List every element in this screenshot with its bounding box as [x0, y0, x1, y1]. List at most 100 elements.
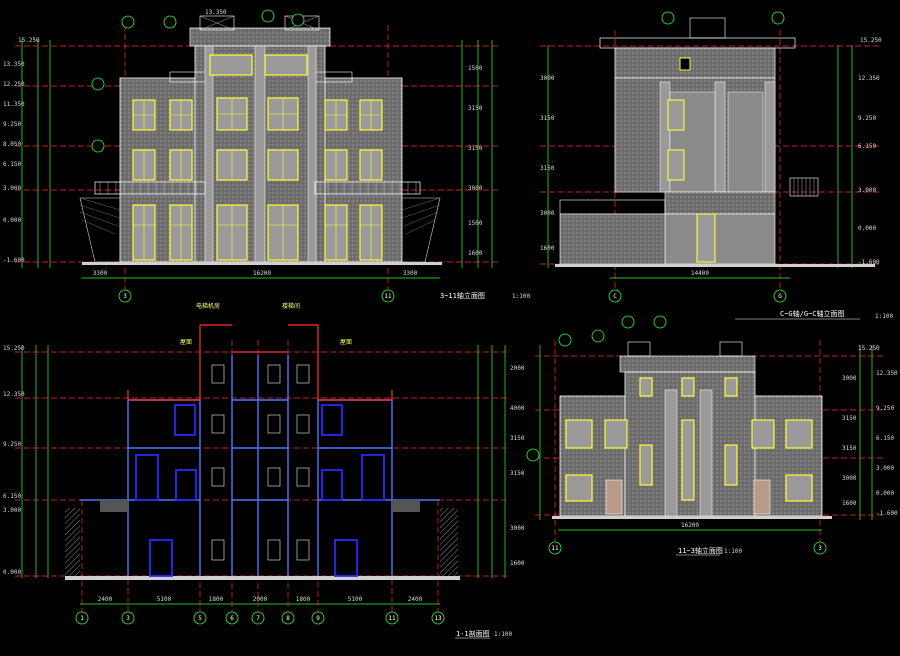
rear-axis-bubbles	[526, 315, 827, 555]
rear-dim-1: 3150	[842, 415, 857, 422]
rear-axis-left: 11	[551, 545, 559, 552]
section-axis-8: 13	[434, 615, 442, 622]
front-elev-3: 9.250	[3, 121, 21, 128]
section-bottom-dim-2: 1800	[209, 596, 224, 603]
section-scale: 1:100	[494, 631, 512, 638]
rear-scale: 1:100	[724, 548, 742, 555]
front-dim-4: 1500	[468, 220, 483, 227]
section-axis-6: 9	[316, 615, 320, 622]
section-bottom-dim-4: 1800	[296, 596, 311, 603]
front-building	[79, 15, 442, 265]
side-elev-1: 9.250	[858, 115, 876, 122]
side-elev-5: -1.600	[858, 259, 880, 266]
front-side-dim-left: 3300	[93, 270, 108, 277]
front-top-elev: 15.250	[18, 37, 40, 44]
front-elev-4: 8.050	[3, 141, 21, 148]
side-axis-bubbles	[608, 11, 787, 303]
front-elev-2: 11.350	[3, 101, 25, 108]
front-dim-5: 1600	[468, 250, 483, 257]
front-roof-elev: 13.350	[205, 9, 227, 16]
section-dim-2: 3150	[510, 435, 525, 442]
section-axis-1: 3	[126, 615, 130, 622]
rear-dim-labels: 3000 3150 3150 3000 1600	[842, 375, 857, 507]
section-bottom-dim-1: 5100	[157, 596, 172, 603]
front-elev-7: 0.000	[3, 217, 21, 224]
front-dim-labels: 1500 3150 3150 3000 1500 1600	[468, 65, 483, 257]
section-axis-7: 11	[388, 615, 396, 622]
section-axis-4: 7	[256, 615, 260, 622]
section-bottom-dim-5: 5100	[348, 596, 363, 603]
front-elev-6: 3.000	[3, 185, 21, 192]
side-elev-labels: 12.350 9.250 6.150 3.000 0.000 -1.600	[858, 75, 880, 266]
side-dim-0: 3000	[540, 75, 555, 82]
side-axis-left: C	[613, 293, 617, 300]
side-dim-4: 1600	[540, 245, 555, 252]
section-axis-bubbles	[75, 611, 445, 625]
section-dim-5: 1600	[510, 560, 525, 567]
section-axis-0: 1	[80, 615, 84, 622]
section-windows	[135, 404, 385, 577]
section-top-label-3: 屋面	[340, 339, 352, 346]
rear-top-elev: 15.250	[858, 345, 880, 352]
side-dimension-lines	[547, 45, 853, 279]
section-top-label-2: 楼梯间	[282, 302, 300, 310]
side-dim-2: 3150	[540, 165, 555, 172]
section-bottom-dim-6: 2400	[408, 596, 423, 603]
rear-elev-1: 9.250	[876, 405, 894, 412]
rear-elev-3: 3.000	[876, 465, 894, 472]
section-dim-0: 2000	[510, 365, 525, 372]
side-top-elev: 15.250	[860, 37, 882, 44]
rear-elev-0: 12.350	[876, 370, 898, 377]
rear-dim-3: 3000	[842, 475, 857, 482]
section-dim-1: 4000	[510, 405, 525, 412]
section: 1 3 5 6 7 8 9 11 13 屋面 电梯机房 楼梯间 屋面 15.25…	[3, 302, 525, 639]
rear-elev-labels: 12.350 9.250 6.150 3.000 0.000 -1.600	[876, 370, 898, 517]
section-elev-4: 3.000	[3, 507, 21, 514]
front-elev-1: 12.250	[3, 81, 25, 88]
section-building	[65, 324, 460, 580]
section-elev-2: 9.250	[3, 441, 21, 448]
rear-total-dim: 16200	[681, 522, 699, 529]
side-elev-4: 0.000	[858, 225, 876, 232]
section-top-label-1: 电梯机房	[196, 302, 220, 310]
side-dim-1: 3150	[540, 115, 555, 122]
front-title: 3~11轴立面图	[440, 291, 485, 300]
rear-windows	[565, 377, 813, 502]
front-elev-labels: 13.350 12.250 11.350 9.250 8.050 6.150 3…	[3, 61, 25, 264]
section-elev-1: 12.350	[3, 391, 25, 398]
rear-axis-right: 3	[818, 545, 822, 552]
rear-dim-0: 3000	[842, 375, 857, 382]
rear-title: 11~3轴立面图	[678, 546, 723, 555]
section-elev-5: 0.000	[3, 569, 21, 576]
rear-elev-4: 0.000	[876, 490, 894, 497]
front-elev-5: 6.150	[3, 161, 21, 168]
section-dimension-lines	[21, 345, 506, 605]
front-dimension-lines	[21, 40, 493, 279]
section-elev-0: 15.250	[3, 345, 25, 352]
side-elev-3: 3.000	[858, 187, 876, 194]
section-top-label-0: 屋面	[180, 339, 192, 346]
section-axis-2: 5	[198, 615, 202, 622]
front-dim-2: 3150	[468, 145, 483, 152]
section-axis-labels: 1 3 5 6 7 8 9 11 13	[80, 615, 442, 622]
side-total-dim: 14400	[691, 270, 709, 277]
section-top-labels: 屋面 电梯机房 楼梯间 屋面	[180, 302, 352, 346]
section-axis-3: 6	[230, 615, 234, 622]
section-axis-lines	[15, 330, 510, 612]
front-side-dim-right: 3300	[403, 270, 418, 277]
front-axis-left: 3	[123, 293, 127, 300]
front-elevation: 3 11 16200 3300 3300 15.250 13.350 13.35…	[3, 9, 530, 303]
front-total-dim: 16200	[253, 270, 271, 277]
rear-elevation: 11 3 16200 15.250 12.350 9.250 6.150 3.0…	[526, 315, 898, 556]
front-dim-0: 1500	[468, 65, 483, 72]
section-bottom-dim-3: 2000	[253, 596, 268, 603]
rear-elev-5: -1.600	[876, 510, 898, 517]
section-bottom-dims: 2400 5100 1800 2000 1800 5100 2400	[98, 596, 423, 603]
front-elev-0: 13.350	[3, 61, 25, 68]
rear-dim-4: 1600	[842, 500, 857, 507]
rear-dimension-lines	[539, 345, 873, 531]
section-bottom-dim-0: 2400	[98, 596, 113, 603]
side-dim-labels: 3000 3150 3150 3000 1600	[540, 75, 555, 252]
side-building	[555, 17, 875, 267]
front-dim-3: 3000	[468, 185, 483, 192]
